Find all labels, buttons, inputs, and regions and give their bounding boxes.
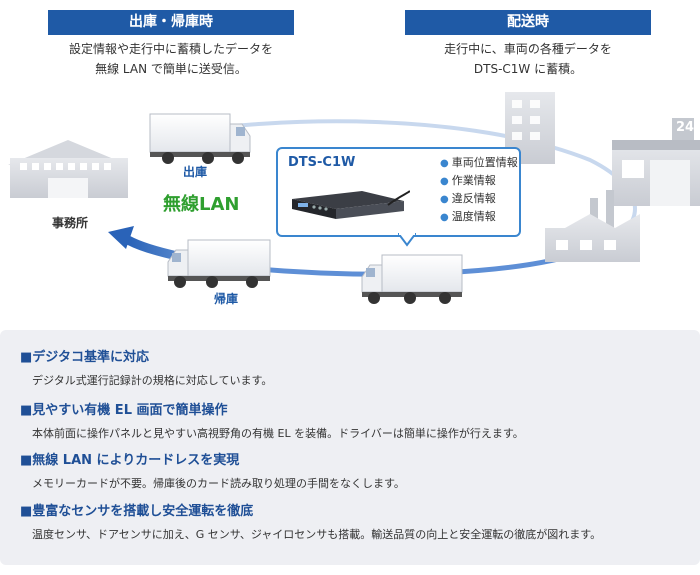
return-truck bbox=[167, 239, 271, 288]
features-panel: ■デジタコ基準に対応 デジタル式運行記録計の規格に対応しています。 ■見やすい有… bbox=[0, 330, 700, 565]
apartment-building bbox=[505, 92, 555, 164]
feature-title: ■豊富なセンサを搭載し安全運転を徹底 bbox=[20, 504, 254, 519]
wireless-lan-label: 無線LAN bbox=[163, 194, 240, 215]
bullet-dot-icon: ● bbox=[440, 194, 449, 205]
device-callout: DTS-C1W ●車両位置情報 ●作業情報 ●違反情報 ●温度情報 bbox=[276, 147, 521, 237]
bullet-dot-icon: ● bbox=[440, 212, 449, 223]
store-sign: 24 bbox=[676, 120, 695, 135]
feature-block: ■デジタコ基準に対応 デジタル式運行記録計の規格に対応しています。 bbox=[20, 349, 272, 390]
feature-block: ■見やすい有機 EL 画面で簡単操作 本体前面に操作パネルと見やすい高視野角の有… bbox=[20, 402, 524, 443]
bullet-dot-icon: ● bbox=[440, 158, 449, 169]
feature-desc: メモリーカードが不要。帰庫後のカード読み取り処理の手間をなくします。 bbox=[32, 477, 405, 490]
delivery-truck bbox=[361, 254, 463, 304]
office-building bbox=[8, 140, 128, 198]
bullet-dot-icon: ● bbox=[440, 176, 449, 187]
header-right-title: 配送時 bbox=[405, 10, 651, 35]
device-feature-item: ●車両位置情報 bbox=[440, 156, 518, 169]
callout-pointer bbox=[398, 233, 416, 247]
header-right-desc-line2: DTS-C1W に蓄積。 bbox=[473, 62, 583, 76]
feature-desc: デジタル式運行記録計の規格に対応しています。 bbox=[32, 374, 273, 387]
header-left-desc-line1: 設定情報や走行中に蓄積したデータを bbox=[68, 42, 273, 56]
header-left-desc-line2: 無線 LAN で簡単に送受信。 bbox=[95, 62, 247, 76]
device-feature-item: ●違反情報 bbox=[440, 192, 496, 205]
feature-desc: 温度センサ、ドアセンサに加え、G センサ、ジャイロセンサも搭載。輸送品質の向上と… bbox=[32, 528, 602, 541]
dts-c1w-device-icon bbox=[292, 190, 410, 219]
delivery-cycle-diagram bbox=[8, 92, 700, 304]
factory bbox=[545, 190, 640, 262]
header-left-title: 出庫・帰庫時 bbox=[48, 10, 294, 35]
header-left-desc: 設定情報や走行中に蓄積したデータを 無線 LAN で簡単に送受信。 bbox=[48, 39, 294, 79]
device-name: DTS-C1W bbox=[288, 155, 356, 170]
feature-title: ■デジタコ基準に対応 bbox=[20, 350, 150, 365]
feature-desc: 本体前面に操作パネルと見やすい高視野角の有機 EL を装備。ドライバーは簡単に操… bbox=[32, 427, 524, 440]
feature-title: ■見やすい有機 EL 画面で簡単操作 bbox=[20, 403, 228, 418]
departure-label: 出庫 bbox=[183, 165, 208, 179]
header-right-desc-line1: 走行中に、車両の各種データを bbox=[444, 42, 612, 56]
device-feature-item: ●作業情報 bbox=[440, 174, 496, 187]
feature-block: ■無線 LAN によりカードレスを実現 メモリーカードが不要。帰庫後のカード読み… bbox=[20, 452, 405, 493]
feature-title: ■無線 LAN によりカードレスを実現 bbox=[20, 453, 240, 468]
device-feature-item: ●温度情報 bbox=[440, 210, 496, 223]
device-feature-list: ●車両位置情報 ●作業情報 ●違反情報 ●温度情報 bbox=[440, 154, 518, 226]
header-right-desc: 走行中に、車両の各種データを DTS-C1W に蓄積。 bbox=[405, 39, 651, 79]
office-label: 事務所 bbox=[52, 216, 89, 230]
convenience-store bbox=[612, 118, 700, 206]
return-label: 帰庫 bbox=[214, 292, 239, 306]
departure-truck bbox=[149, 113, 251, 164]
feature-block: ■豊富なセンサを搭載し安全運転を徹底 温度センサ、ドアセンサに加え、G センサ、… bbox=[20, 503, 601, 544]
